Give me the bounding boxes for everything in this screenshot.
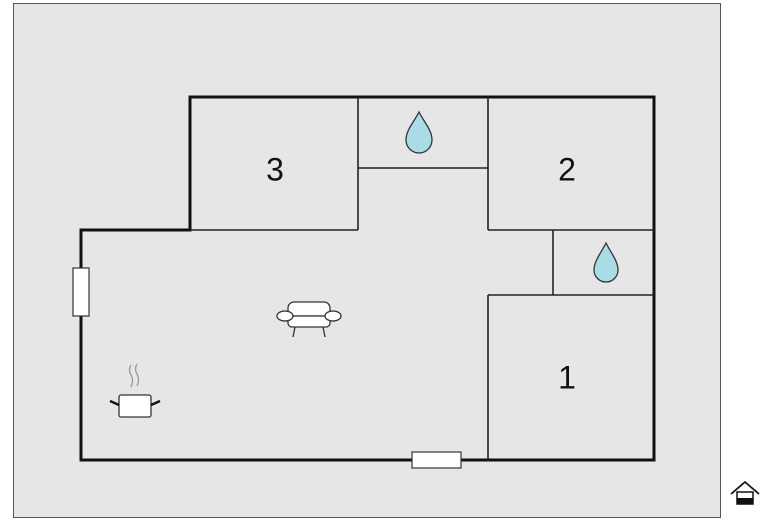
water-drop-icon bbox=[405, 110, 433, 154]
room-label-2: 2 bbox=[558, 151, 576, 187]
room-label-1: 1 bbox=[558, 359, 576, 395]
interior-walls bbox=[190, 97, 654, 460]
window-bottom bbox=[411, 451, 462, 469]
window-left bbox=[72, 267, 90, 317]
cooking-pot-icon bbox=[109, 363, 161, 418]
water-drop-icon bbox=[593, 241, 619, 283]
house-icon bbox=[730, 480, 760, 505]
room-label-3: 3 bbox=[266, 151, 284, 187]
sofa-icon bbox=[276, 301, 342, 338]
